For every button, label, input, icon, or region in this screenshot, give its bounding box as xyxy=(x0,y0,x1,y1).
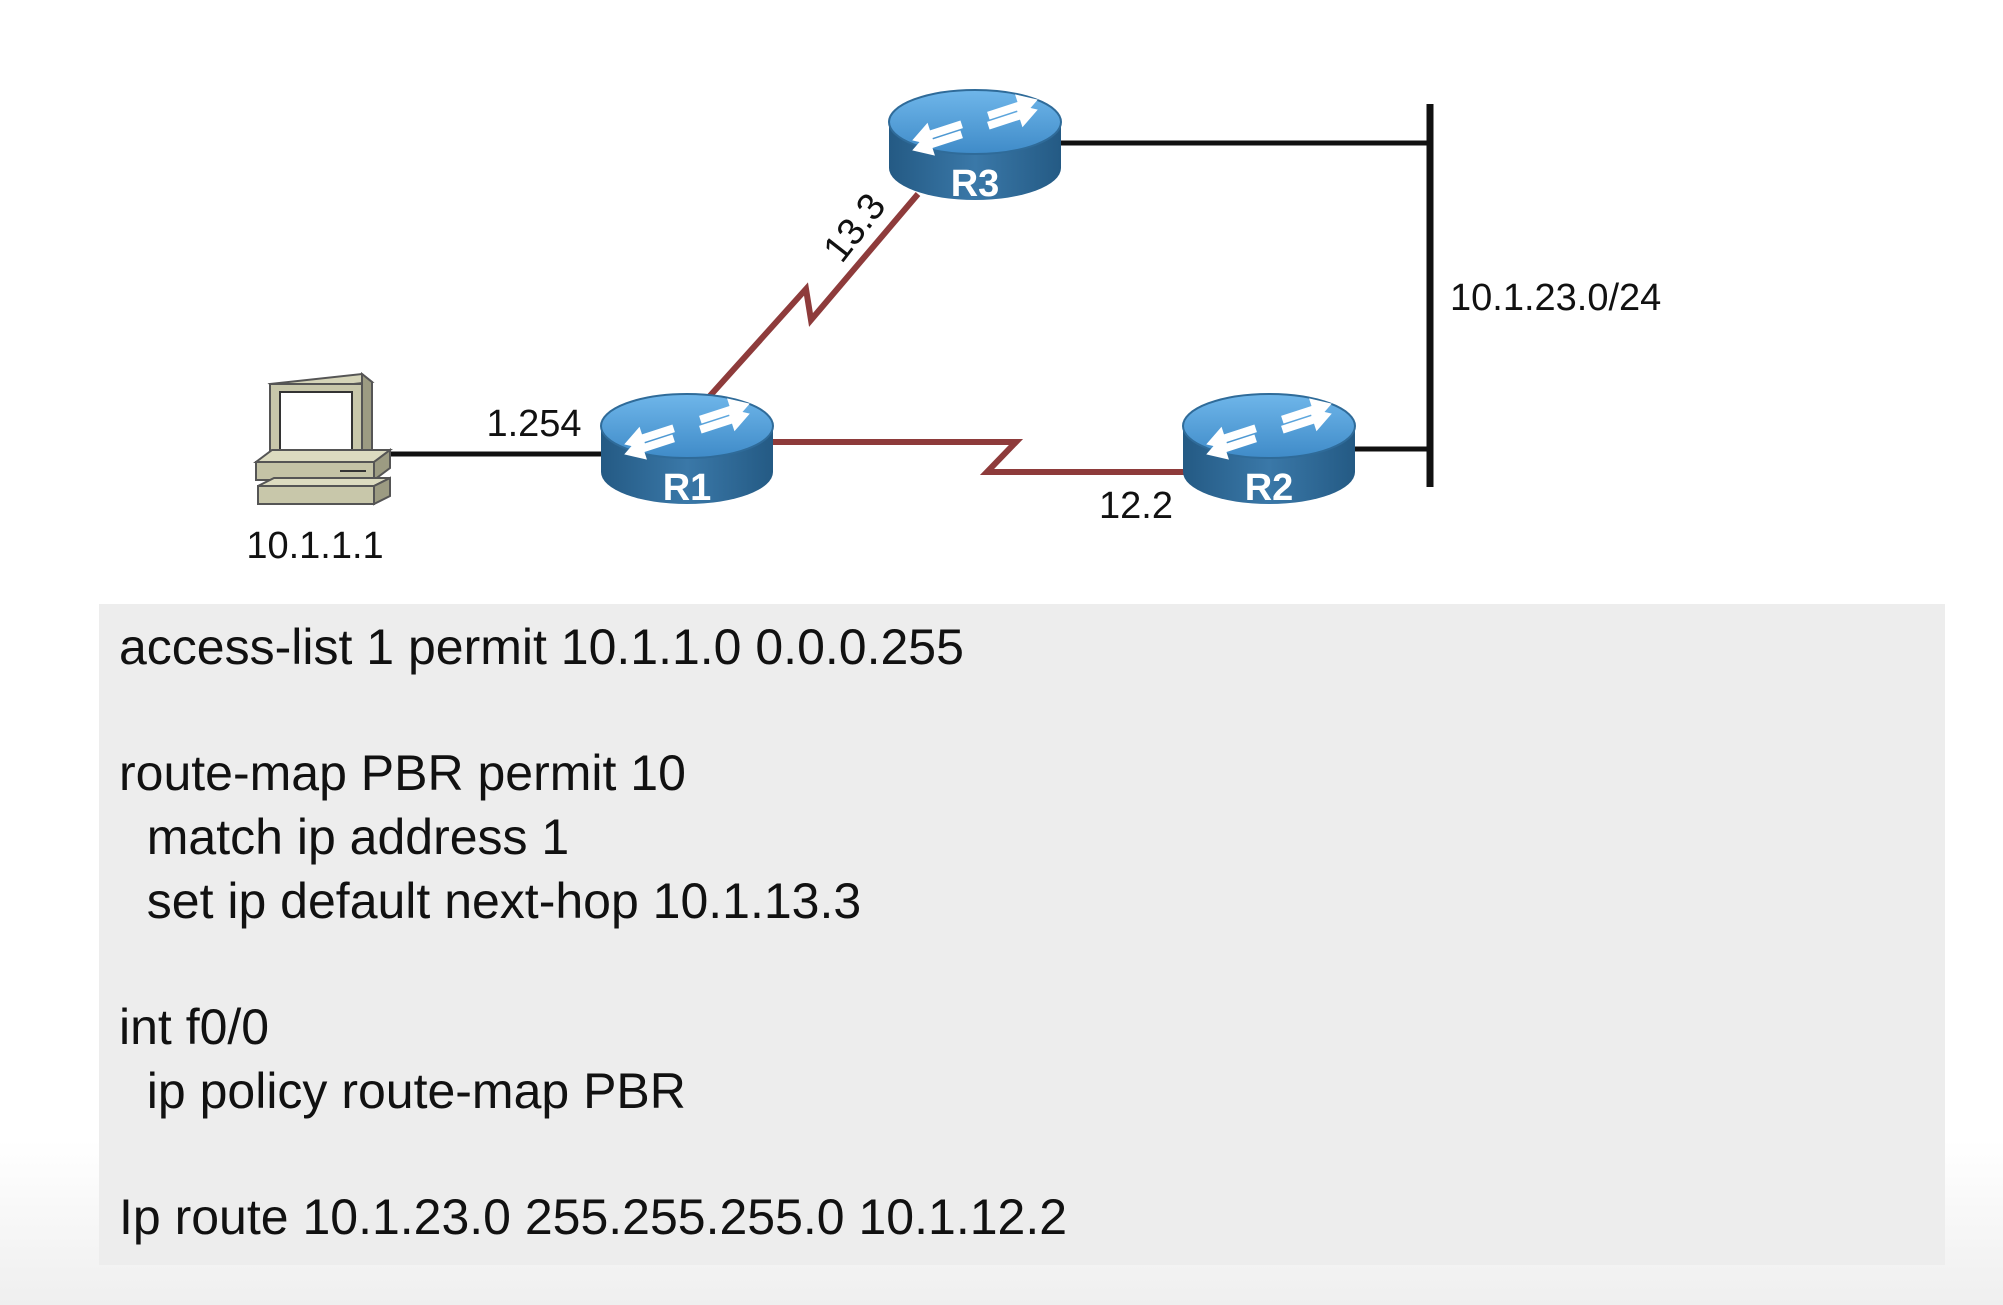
host-address-label: 10.1.1.1 xyxy=(246,525,383,567)
host-pc-icon xyxy=(253,371,393,506)
r3-serial-interface-label: 13.3 xyxy=(816,186,895,270)
config-line-access-list: access-list 1 permit 10.1.1.0 0.0.0.255 xyxy=(119,619,964,675)
config-code-panel: access-list 1 permit 10.1.1.0 0.0.0.255 … xyxy=(99,604,1945,1265)
router-r3-icon xyxy=(888,88,1062,200)
r1-lan-interface-label: 1.254 xyxy=(486,403,581,445)
r2-serial-interface-label: 12.2 xyxy=(1099,485,1173,527)
router-r1-icon xyxy=(600,392,774,504)
config-line-set-next-hop: set ip default next-hop 10.1.13.3 xyxy=(119,873,862,929)
config-line-route-map: route-map PBR permit 10 xyxy=(119,745,686,801)
router-r2-label: R2 xyxy=(1245,467,1294,509)
config-line-match: match ip address 1 xyxy=(119,809,570,865)
config-line-interface: int f0/0 xyxy=(119,999,270,1055)
router-r3-label: R3 xyxy=(951,163,1000,205)
link-r1-r2-serial xyxy=(770,439,1187,475)
network-topology-diagram: R1 R3 R2 10.1.1.1 1.254 13.3 12.2 10.1.2… xyxy=(246,88,1661,567)
link-r1-r3-serial xyxy=(705,192,921,401)
config-line-static-route: Ip route 10.1.23.0 255.255.255.0 10.1.12… xyxy=(119,1189,1068,1245)
config-line-ip-policy: ip policy route-map PBR xyxy=(119,1063,686,1119)
router-r1-label: R1 xyxy=(663,467,712,509)
segment-23-label: 10.1.23.0/24 xyxy=(1450,277,1661,319)
router-r2-icon xyxy=(1182,392,1356,504)
